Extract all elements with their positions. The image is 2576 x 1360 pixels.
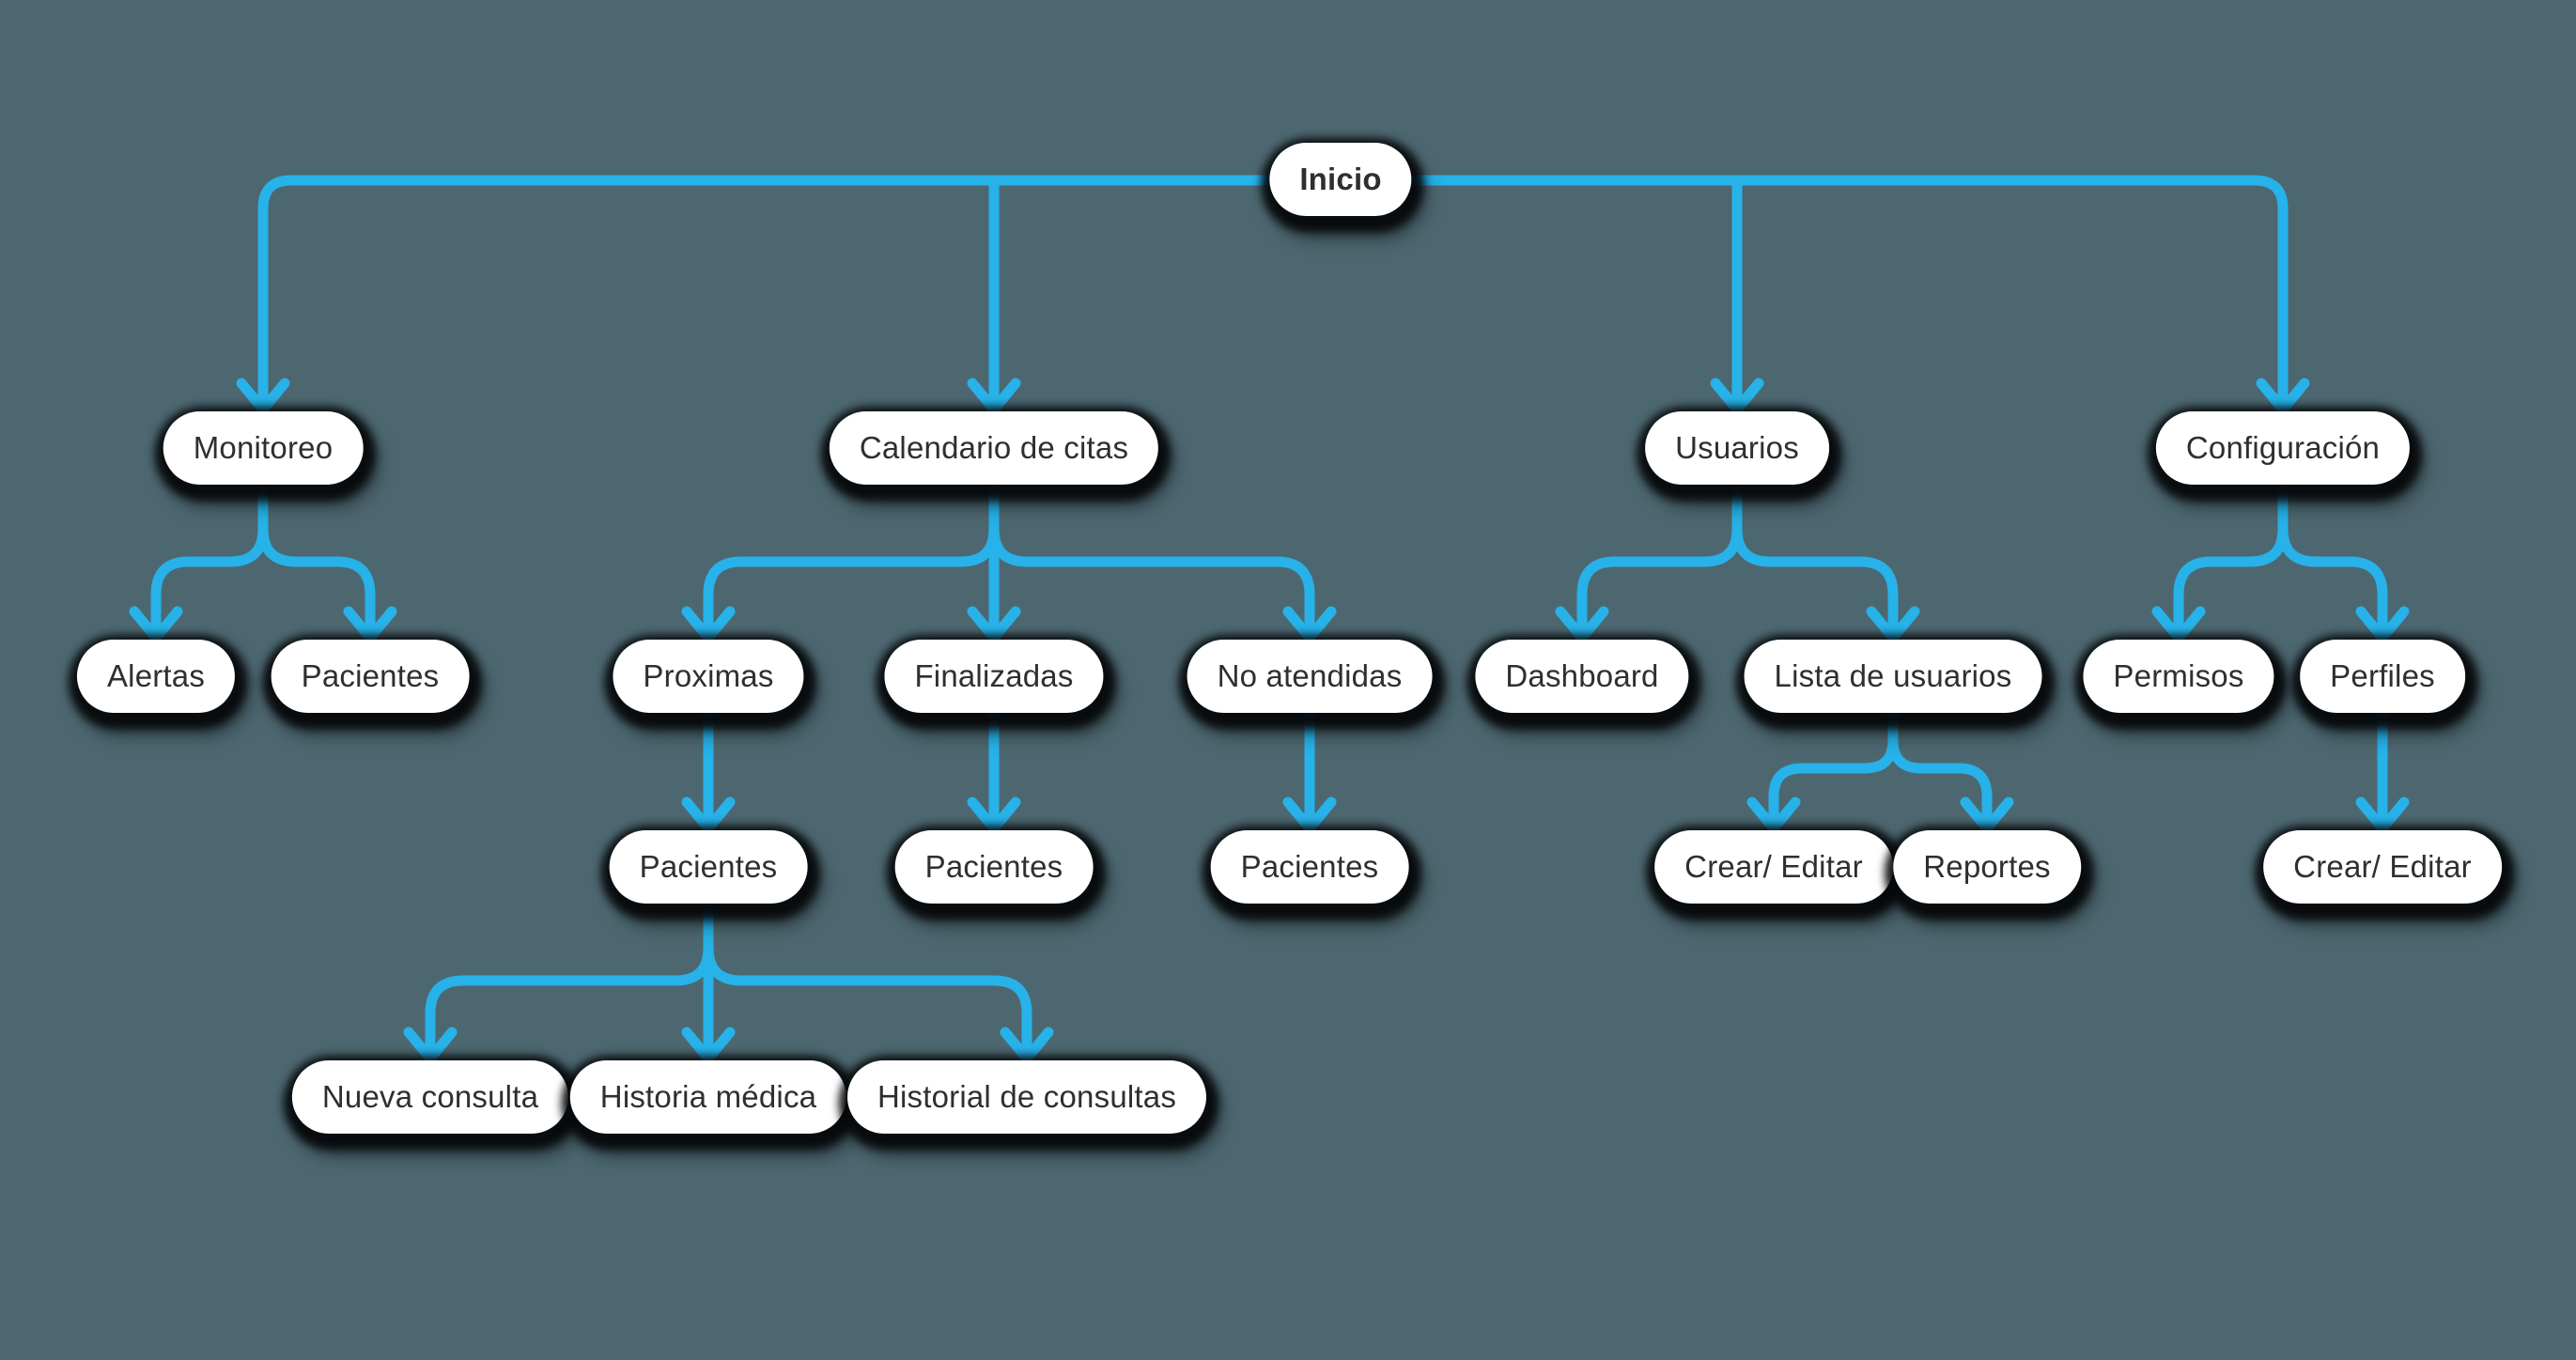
node-label: Alertas xyxy=(106,658,206,693)
node-crear-editar-perfiles: Crear/ Editar xyxy=(2263,830,2502,904)
node-label: Crear/ Editar xyxy=(1684,849,1863,884)
node-label: Historia médica xyxy=(599,1079,817,1114)
arrowhead-icon xyxy=(1710,378,1764,415)
node-label: Crear/ Editar xyxy=(2293,849,2472,884)
node-configuracion: Configuración xyxy=(2155,411,2411,485)
node-label: Permisos xyxy=(2113,658,2244,693)
node-label: No atendidas xyxy=(1217,658,1403,693)
arrowhead-icon xyxy=(1960,796,2014,834)
node-label: Calendario de citas xyxy=(859,430,1129,465)
node-usuarios: Usuarios xyxy=(1645,411,1829,485)
node-label: Reportes xyxy=(1923,849,2051,884)
node-calendario-de-citas: Calendario de citas xyxy=(829,411,1159,485)
node-permisos: Permisos xyxy=(2083,640,2274,713)
connector-line xyxy=(2277,479,2388,640)
node-reportes: Reportes xyxy=(1893,830,2081,904)
arrowhead-icon xyxy=(2355,606,2410,643)
arrowhead-icon xyxy=(2256,378,2310,415)
arrowhead-icon xyxy=(236,378,290,415)
node-label: Configuración xyxy=(2185,430,2381,465)
arrowhead-icon xyxy=(681,796,736,834)
node-pacientes-monitoreo: Pacientes xyxy=(271,640,470,713)
arrowhead-icon xyxy=(681,1027,736,1064)
arrowhead-icon xyxy=(2151,606,2206,643)
node-pacientes-finalizadas: Pacientes xyxy=(894,830,1094,904)
node-label: Dashboard xyxy=(1505,658,1659,693)
arrowhead-icon xyxy=(967,796,1021,834)
node-no-atendidas: No atendidas xyxy=(1187,640,1433,713)
node-label: Perfiles xyxy=(2330,658,2435,693)
node-crear-editar-usuarios: Crear/ Editar xyxy=(1654,830,1893,904)
node-label: Pacientes xyxy=(301,658,440,693)
node-label: Lista de usuarios xyxy=(1774,658,2012,693)
node-label: Pacientes xyxy=(924,849,1063,884)
connector-line xyxy=(703,479,1000,640)
arrowhead-icon xyxy=(129,606,183,643)
arrowhead-icon xyxy=(1746,796,1801,834)
arrowhead-icon xyxy=(1000,1027,1054,1064)
connector-line xyxy=(988,479,1315,640)
node-label: Pacientes xyxy=(1240,849,1379,884)
arrowhead-icon xyxy=(343,606,397,643)
node-label: Historial de consultas xyxy=(877,1079,1177,1114)
node-pacientes-proximas: Pacientes xyxy=(609,830,808,904)
node-label: Monitoreo xyxy=(193,430,334,465)
node-label: Usuarios xyxy=(1675,430,1799,465)
node-proximas: Proximas xyxy=(613,640,804,713)
arrowhead-icon xyxy=(681,606,736,643)
node-lista-de-usuarios: Lista de usuarios xyxy=(1744,640,2042,713)
connector-line xyxy=(257,175,2289,411)
connector-line xyxy=(425,898,714,1060)
node-label: Finalizadas xyxy=(914,658,1074,693)
node-dashboard: Dashboard xyxy=(1475,640,1689,713)
node-label: Pacientes xyxy=(639,849,778,884)
node-inicio: Inicio xyxy=(1269,143,1412,216)
node-finalizadas: Finalizadas xyxy=(884,640,1104,713)
node-label: Nueva consulta xyxy=(321,1079,539,1114)
arrowhead-icon xyxy=(2355,796,2410,834)
arrowhead-icon xyxy=(967,378,1021,415)
connector-line xyxy=(257,479,376,640)
node-label: Proximas xyxy=(643,658,774,693)
arrowhead-icon xyxy=(1282,606,1337,643)
node-historia-medica: Historia médica xyxy=(569,1060,847,1134)
arrowhead-icon xyxy=(1555,606,1609,643)
node-perfiles: Perfiles xyxy=(2300,640,2465,713)
node-alertas: Alertas xyxy=(76,640,236,713)
node-monitoreo: Monitoreo xyxy=(163,411,364,485)
arrowhead-icon xyxy=(967,606,1021,643)
node-nueva-consulta: Nueva consulta xyxy=(291,1060,569,1134)
node-label: Inicio xyxy=(1299,162,1382,196)
arrowhead-icon xyxy=(1866,606,1920,643)
arrowhead-icon xyxy=(1282,796,1337,834)
node-pacientes-no-atendidas: Pacientes xyxy=(1210,830,1409,904)
arrowhead-icon xyxy=(403,1027,458,1064)
node-historial-de-consultas: Historial de consultas xyxy=(846,1060,1207,1134)
connector-line xyxy=(1731,479,1899,640)
connector-line xyxy=(1887,707,1993,830)
connector-line xyxy=(703,898,1032,1060)
